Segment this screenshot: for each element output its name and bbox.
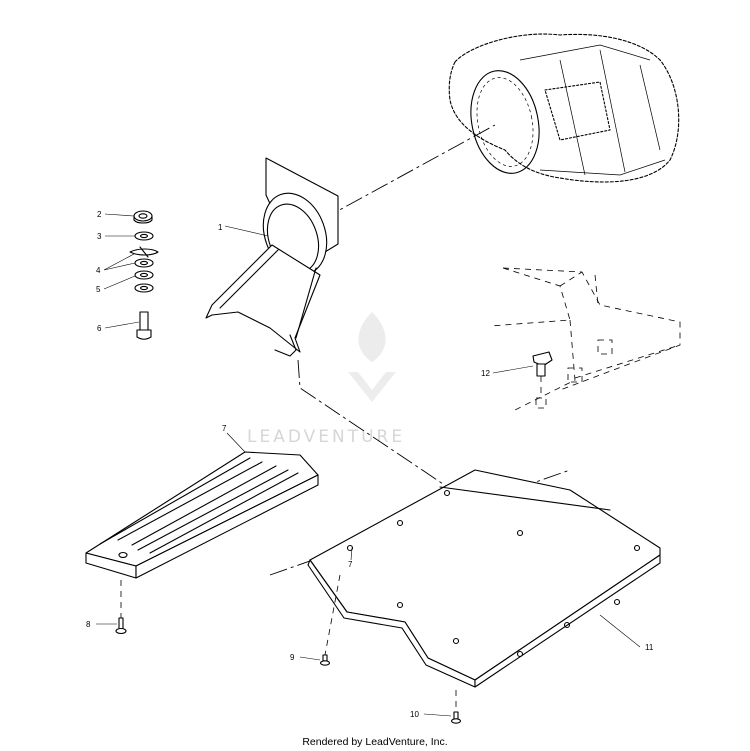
belt-guard-shield xyxy=(205,157,339,357)
lock-washer xyxy=(129,246,159,258)
engine-housing xyxy=(448,33,680,183)
footer-credit: Rendered by LeadVenture, Inc. xyxy=(302,736,447,748)
lock-nut xyxy=(133,210,153,224)
hex-bolt xyxy=(136,311,152,340)
callout-10: 10 xyxy=(410,710,419,719)
callout-2: 2 xyxy=(97,210,102,219)
callout-8: 8 xyxy=(86,620,91,629)
washer-a xyxy=(134,258,154,268)
callout-labels: 1 2 3 4 5 6 7 7 8 9 10 11 12 xyxy=(86,210,654,719)
callout-11: 11 xyxy=(645,643,654,652)
foot-rest xyxy=(85,451,319,579)
frame-phantom xyxy=(489,267,681,411)
callout-4: 4 xyxy=(96,266,101,275)
screw-8 xyxy=(115,580,127,635)
hardware-stack xyxy=(129,210,159,340)
leader-lines xyxy=(96,213,641,717)
screw-9 xyxy=(319,574,341,666)
watermark-logo xyxy=(348,312,396,402)
callout-6: 6 xyxy=(97,324,102,333)
callout-1: 1 xyxy=(218,223,223,232)
flat-washer xyxy=(134,231,154,241)
callout-12: 12 xyxy=(481,369,490,378)
skid-plate xyxy=(307,469,661,688)
callout-7-secondary: 7 xyxy=(348,560,353,569)
callout-5: 5 xyxy=(96,285,101,294)
callout-7: 7 xyxy=(222,424,227,433)
callout-9: 9 xyxy=(290,653,295,662)
callout-3: 3 xyxy=(97,232,102,241)
watermark-text: LEADVENTURE xyxy=(247,427,405,447)
rubber-bumper xyxy=(532,351,553,409)
spacer-washer xyxy=(134,270,154,280)
skid-plate-holes xyxy=(346,489,641,658)
washer-b xyxy=(134,283,154,293)
screw-10 xyxy=(450,690,462,724)
